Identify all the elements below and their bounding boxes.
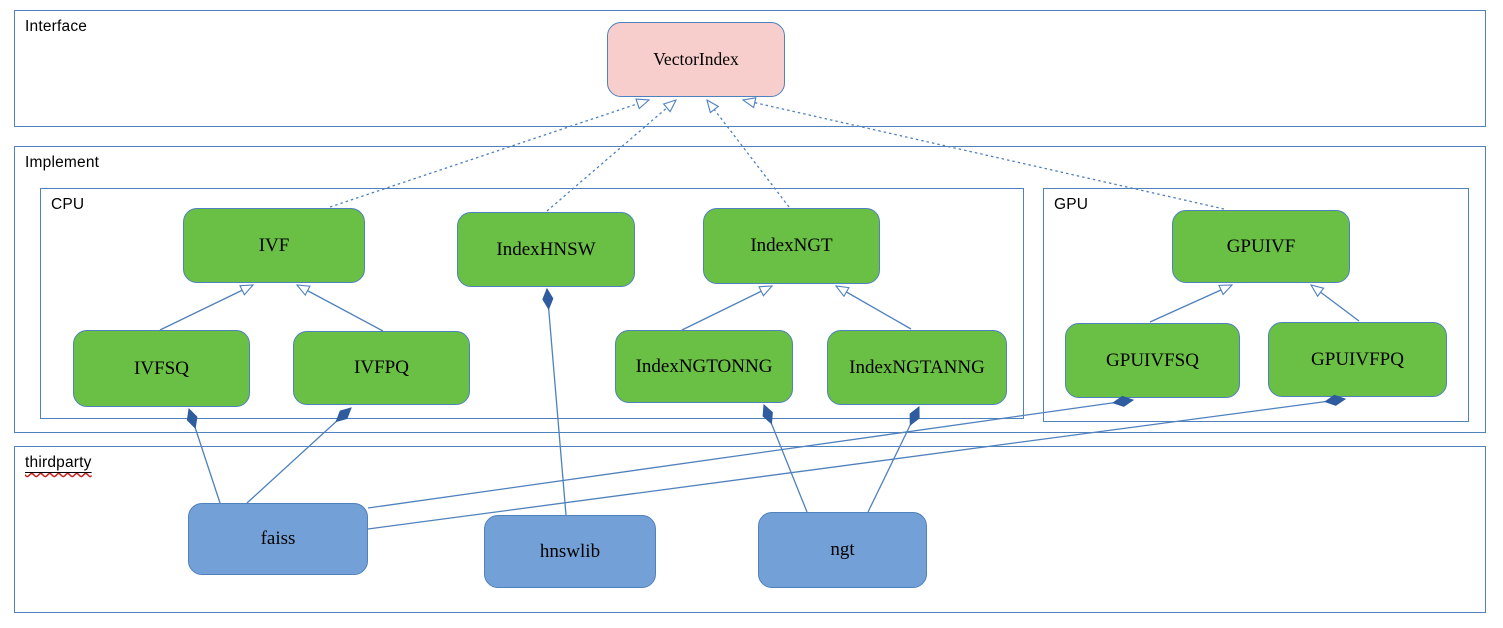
container-thirdparty-label: thirdparty [25,454,92,472]
node-gpuivfsq-label: GPUIVFSQ [1106,349,1199,371]
node-gpuivfpq[interactable]: GPUIVFPQ [1268,322,1447,397]
node-indexngtanng-label: IndexNGTANNG [849,356,985,378]
node-faiss-label: faiss [260,528,296,549]
node-vectorindex-label: VectorIndex [653,49,739,69]
node-faiss[interactable]: faiss [188,503,368,575]
node-hnswlib-label: hnswlib [539,540,601,562]
node-gpuivfpq-label: GPUIVFPQ [1311,348,1404,370]
node-indexngt-label: IndexNGT [750,235,833,256]
container-interface-label: Interface [25,18,88,35]
node-indexngtanng[interactable]: IndexNGTANNG [827,330,1007,405]
node-ivfpq-label: IVFPQ [354,357,409,378]
node-ivf-label: IVF [258,234,290,256]
node-gpuivf-label: GPUIVF [1226,235,1296,257]
node-ngt-label: ngt [830,539,855,560]
node-ivfsq-label: IVFSQ [134,357,189,379]
node-indexngtonng[interactable]: IndexNGTONNG [615,330,793,403]
container-gpu-label: GPU [1054,196,1089,213]
node-indexhnsw-label: IndexHNSW [496,238,596,260]
node-indexhnsw[interactable]: IndexHNSW [457,212,635,287]
node-ngt[interactable]: ngt [758,512,927,588]
node-indexngt[interactable]: IndexNGT [703,208,880,284]
node-indexngtonng-label: IndexNGTONNG [635,355,773,377]
node-gpuivfsq[interactable]: GPUIVFSQ [1065,323,1240,398]
node-hnswlib[interactable]: hnswlib [484,515,656,588]
node-ivfpq[interactable]: IVFPQ [293,331,470,405]
node-vectorindex[interactable]: VectorIndex [607,22,785,97]
node-ivf[interactable]: IVF [183,208,365,283]
node-gpuivf[interactable]: GPUIVF [1172,210,1350,283]
node-ivfsq[interactable]: IVFSQ [73,330,250,407]
container-thirdparty-label-text: thirdparty [25,454,92,471]
container-cpu-label: CPU [51,196,85,213]
container-implement-label: Implement [25,154,100,171]
